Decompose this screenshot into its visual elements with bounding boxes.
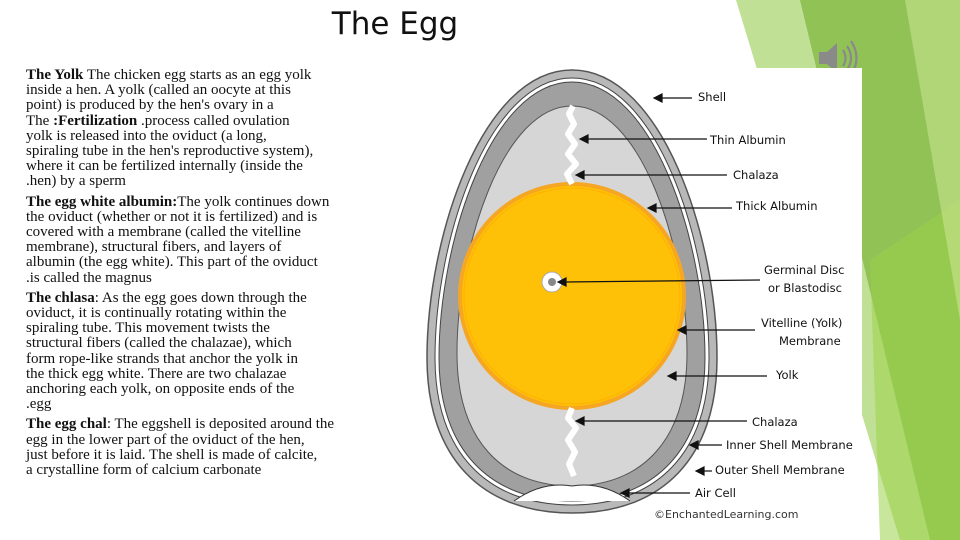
label-chalaza-top: Chalaza — [733, 168, 779, 182]
copyright-text: ©EnchantedLearning.com — [654, 508, 798, 521]
label-shell: Shell — [698, 90, 726, 104]
text-line: inside a hen. A yolk (called an oocyte a… — [26, 82, 291, 99]
text-line: spiraling tube in the hen's reproductive… — [26, 143, 314, 160]
paragraph-chalaza: The chlasa: As the egg goes down through… — [26, 289, 401, 413]
text-line: the oviduct (whether or not it is fertil… — [26, 208, 318, 225]
text-line: point) is produced by the hen's ovary in… — [26, 97, 274, 114]
label-thin-albumin: Thin Albumin — [709, 133, 786, 147]
text-line: anchoring each yolk, on opposite ends of… — [26, 381, 295, 398]
chalaza-top — [564, 104, 579, 186]
label-thick-albumin: Thick Albumin — [735, 199, 817, 213]
egg-diagram: Shell Thin Albumin Chalaza Thick Albumin… — [422, 68, 862, 521]
text-line: egg in the lower part of the oviduct of … — [26, 431, 305, 448]
label-vitelline: Vitelline (Yolk) — [761, 316, 842, 330]
text-line: covered with a membrane (called the vite… — [26, 224, 301, 241]
text-line: .hen) by a sperm — [26, 173, 126, 190]
label-yolk: Yolk — [775, 368, 799, 382]
text-line: .process called ovulation — [137, 112, 290, 129]
text-line: .is called the magnus — [26, 269, 152, 286]
fertilization-term: :Fertilization — [53, 112, 138, 129]
text-line: yolk is released into the oviduct (a lon… — [26, 127, 267, 144]
heading-shell: The egg chal — [26, 416, 107, 433]
paragraph-yolk: The Yolk The chicken egg starts as an eg… — [26, 67, 401, 190]
text-line: oviduct, it is continually rotating with… — [26, 305, 287, 322]
text-line: The — [26, 112, 54, 129]
text-line: spiraling tube. This movement twists the — [26, 320, 270, 337]
label-blastodisc: or Blastodisc — [768, 281, 842, 295]
label-outer-membrane: Outer Shell Membrane — [715, 463, 845, 477]
text-line: a crystalline form of calcium carbonate — [26, 462, 262, 479]
heading-albumin: The egg white albumin: — [26, 193, 178, 210]
text-line: .egg — [26, 396, 52, 413]
text-line: the thick egg white. There are two chala… — [26, 365, 287, 382]
yolk — [458, 182, 686, 410]
text-line: where it can be fertilized internally (i… — [26, 158, 303, 175]
paragraph-shell: The egg chal: The eggshell is deposited … — [26, 417, 401, 478]
text-line: just before it is laid. The shell is mad… — [26, 446, 318, 463]
text-line: albumin (the egg white). This part of th… — [26, 254, 318, 271]
label-membrane: Membrane — [779, 334, 841, 348]
text-line: form rope-like strands that anchor the y… — [26, 350, 299, 367]
paragraph-albumin: The egg white albumin:The yolk continues… — [26, 193, 401, 286]
label-inner-membrane: Inner Shell Membrane — [726, 438, 853, 452]
slide-title: The Egg — [331, 6, 459, 42]
air-cell — [513, 484, 631, 502]
body-text: The Yolk The chicken egg starts as an eg… — [26, 67, 401, 481]
label-germinal-disc: Germinal Disc — [764, 263, 844, 277]
label-air-cell: Air Cell — [695, 486, 736, 500]
heading-chalaza: The chlasa — [26, 289, 95, 306]
text-line: : The eggshell is deposited around the — [106, 416, 335, 433]
text-line: The yolk continues down — [177, 193, 330, 210]
text-line: The chicken egg starts as an egg yolk — [83, 67, 312, 83]
text-line: membrane), structural fibers, and layers… — [26, 239, 282, 256]
text-line: : As the egg goes down through the — [94, 289, 307, 306]
text-line: structural fibers (called the chalazae),… — [26, 335, 292, 352]
label-chalaza-bottom: Chalaza — [752, 415, 798, 429]
heading-yolk: The Yolk — [26, 67, 84, 83]
chalaza-bottom — [565, 406, 579, 478]
